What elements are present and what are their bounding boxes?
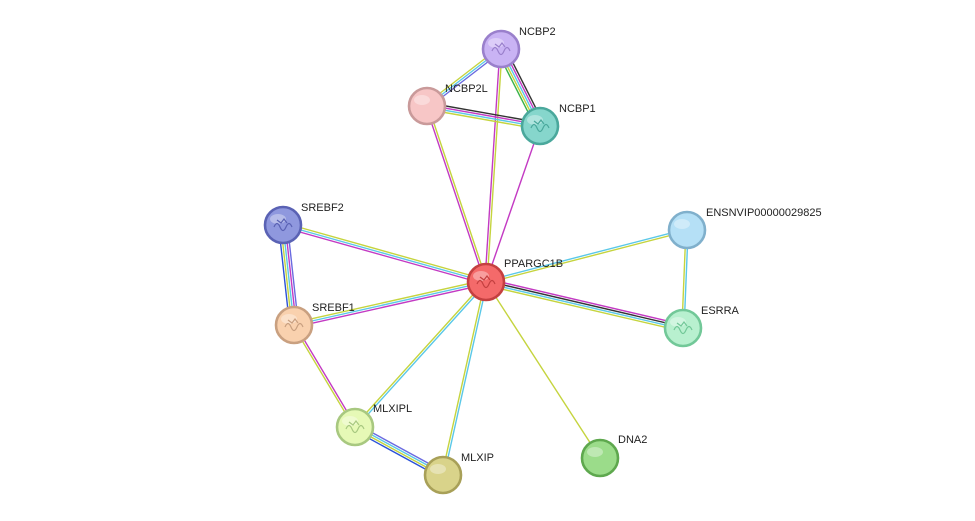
node-srebf1[interactable]: SREBF1 — [274, 302, 355, 345]
node-highlight — [430, 464, 446, 474]
protein-structure-icon — [491, 42, 511, 56]
node-label: NCBP1 — [559, 103, 596, 115]
node-mlxip[interactable]: MLXIP — [423, 452, 494, 495]
protein-structure-icon — [673, 321, 693, 335]
edge-ppargc1b-ncbp2l[interactable] — [425, 105, 488, 283]
node-label: NCBP2 — [519, 26, 556, 38]
edge-evidence-experimental — [484, 48, 501, 282]
node-circle[interactable] — [481, 29, 521, 69]
edge-evidence-experimental — [486, 278, 684, 326]
edge-evidence-coexpression — [427, 102, 541, 124]
edge-evidence-database — [485, 228, 687, 282]
edge-ppargc1b-dna2[interactable] — [485, 281, 601, 459]
node-label: NCBP2L — [445, 83, 488, 95]
edge-evidence-textmining — [283, 222, 487, 281]
edge-srebf1-mlxipl[interactable] — [292, 324, 357, 428]
edge-evidence-textmining — [485, 284, 683, 332]
node-highlight — [587, 447, 603, 457]
edge-evidence-database — [485, 282, 683, 330]
node-esrra[interactable]: ESRRA — [663, 305, 740, 348]
node-label: MLXIP — [461, 452, 494, 464]
edge-evidence-textmining — [353, 280, 486, 427]
edge-evidence-textmining — [427, 105, 488, 282]
edge-evidence-textmining — [426, 108, 540, 130]
node-circle[interactable] — [663, 308, 703, 348]
node-ncbp2[interactable]: NCBP2 — [481, 26, 556, 69]
node-label: PPARGC1B — [504, 258, 563, 270]
protein-structure-icon — [273, 218, 293, 232]
node-label: MLXIPL — [373, 403, 412, 415]
edge-evidence-experimental — [282, 226, 486, 285]
node-ppargc1b[interactable]: PPARGC1B — [466, 258, 563, 302]
edge-evidence-experimental — [294, 283, 487, 328]
edge-evidence-textmining — [293, 279, 486, 324]
edge-evidence-database — [443, 282, 488, 476]
node-ncbp1[interactable]: NCBP1 — [520, 103, 596, 146]
edge-evidence-textmining — [486, 49, 503, 283]
node-label: DNA2 — [618, 434, 647, 446]
edge-ppargc1b-ncbp2[interactable] — [484, 48, 503, 283]
node-circle[interactable] — [407, 86, 447, 126]
node-highlight — [414, 95, 430, 105]
edge-evidence-coexpression — [486, 280, 684, 328]
edge-ppargc1b-srebf1[interactable] — [293, 279, 487, 328]
edge-evidence-experimental — [425, 106, 486, 283]
protein-structure-icon — [530, 119, 550, 133]
node-circle[interactable] — [520, 106, 560, 146]
edge-ppargc1b-srebf2[interactable] — [282, 222, 487, 285]
node-circle[interactable] — [580, 438, 620, 478]
edge-ppargc1b-mlxip[interactable] — [441, 281, 488, 476]
edge-evidence-database — [293, 281, 487, 326]
node-ncbp2l[interactable]: NCBP2L — [407, 83, 488, 126]
node-circle[interactable] — [263, 205, 303, 245]
node-circle[interactable] — [466, 262, 506, 302]
edge-evidence-experimental — [294, 324, 357, 427]
node-highlight — [674, 219, 690, 229]
node-dna2[interactable]: DNA2 — [580, 434, 647, 478]
node-label: ENSNVIP00000029825 — [706, 207, 822, 219]
node-label: ESRRA — [701, 305, 740, 317]
node-circle[interactable] — [667, 210, 707, 250]
edge-evidence-database — [282, 224, 487, 283]
node-circle[interactable] — [423, 455, 463, 495]
edge-evidence-database — [355, 282, 488, 429]
edges-layer — [277, 46, 689, 479]
edge-ppargc1b-mlxipl[interactable] — [353, 280, 488, 429]
edge-evidence-textmining — [485, 281, 601, 459]
node-circle[interactable] — [274, 305, 314, 345]
node-circle[interactable] — [335, 407, 375, 447]
node-srebf2[interactable]: SREBF2 — [263, 202, 344, 245]
edge-evidence-experimental — [485, 125, 541, 283]
node-label: SREBF1 — [312, 302, 355, 314]
edge-ppargc1b-esrra[interactable] — [485, 278, 684, 332]
node-label: SREBF2 — [301, 202, 344, 214]
node-ensnvip00000029825[interactable]: ENSNVIP00000029825 — [667, 207, 822, 250]
protein-structure-icon — [345, 420, 365, 434]
protein-structure-icon — [476, 275, 496, 289]
node-mlxipl[interactable]: MLXIPL — [335, 403, 412, 447]
edge-evidence-textmining — [441, 281, 486, 475]
edge-ppargc1b-ensnvip00000029825[interactable] — [485, 228, 688, 284]
edge-evidence-textmining — [292, 325, 355, 428]
edge-evidence-textmining — [486, 230, 688, 284]
protein-structure-icon — [284, 318, 304, 332]
edge-ppargc1b-ncbp1[interactable] — [485, 125, 541, 283]
